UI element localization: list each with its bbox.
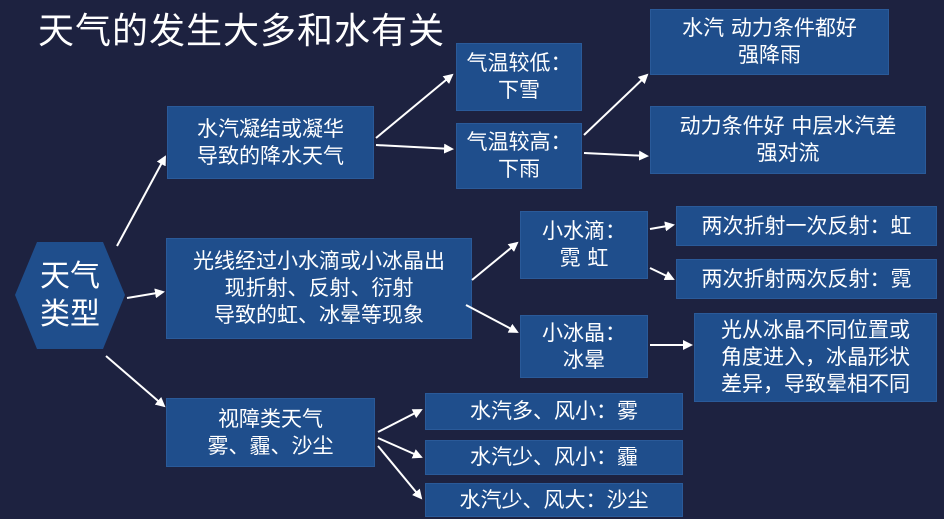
arrow-droplet-secondary — [649, 267, 675, 281]
arrow-rain-convection — [583, 150, 649, 161]
node-dust: 水汽少、风大：沙尘 — [425, 483, 683, 517]
node-low-temp-snow: 气温较低： 下雪 — [456, 43, 582, 111]
branch-visibility: 视障类天气 雾、霾、沙尘 — [166, 398, 375, 467]
arrow-root-precip — [116, 155, 166, 247]
root-label: 天气 类型 — [40, 258, 100, 332]
node-haze: 水汽少、风小：霾 — [425, 440, 683, 475]
node-halo: 光从冰晶不同位置或 角度进入，冰晶形状 差异，导致晕相不同 — [694, 313, 937, 402]
node-heavy-rain: 水汽 动力条件都好 强降雨 — [650, 9, 889, 75]
branch-precipitation: 水汽凝结或凝华 导致的降水天气 — [167, 106, 374, 179]
node-convection: 动力条件好 中层水汽差 强对流 — [650, 106, 926, 174]
arrow-optical-droplet — [471, 241, 519, 281]
node-high-temp-rain: 气温较高： 下雨 — [456, 123, 582, 189]
root-node: 天气 类型 — [15, 242, 125, 349]
arrow-precip-rain — [375, 143, 454, 154]
arrow-optical-ice — [465, 304, 519, 333]
arrow-root-optical — [126, 288, 165, 299]
node-fog: 水汽多、风小：雾 — [425, 393, 683, 430]
node-secondary-rainbow: 两次折射两次反射：霓 — [676, 259, 937, 299]
arrow-visibility-dust — [377, 445, 423, 500]
arrow-root-visibility — [105, 355, 166, 408]
arrow-visibility-fog — [377, 409, 423, 433]
branch-optical: 光线经过小水滴或小冰晶出 现折射、反射、衍射 导致的虹、冰晕等现象 — [166, 238, 472, 339]
node-water-droplet: 小水滴： 霓 虹 — [520, 211, 648, 279]
arrow-droplet-rainbow — [649, 221, 675, 232]
arrow-visibility-haze — [377, 437, 423, 459]
arrow-rain-heavy — [583, 73, 649, 136]
node-rainbow: 两次折射一次反射：虹 — [676, 206, 937, 246]
arrow-precip-snow — [375, 73, 454, 139]
hexagon-shape — [15, 242, 125, 349]
node-ice-crystal: 小冰晶： 冰晕 — [520, 315, 648, 378]
page-title: 天气的发生大多和水有关 — [38, 11, 446, 52]
